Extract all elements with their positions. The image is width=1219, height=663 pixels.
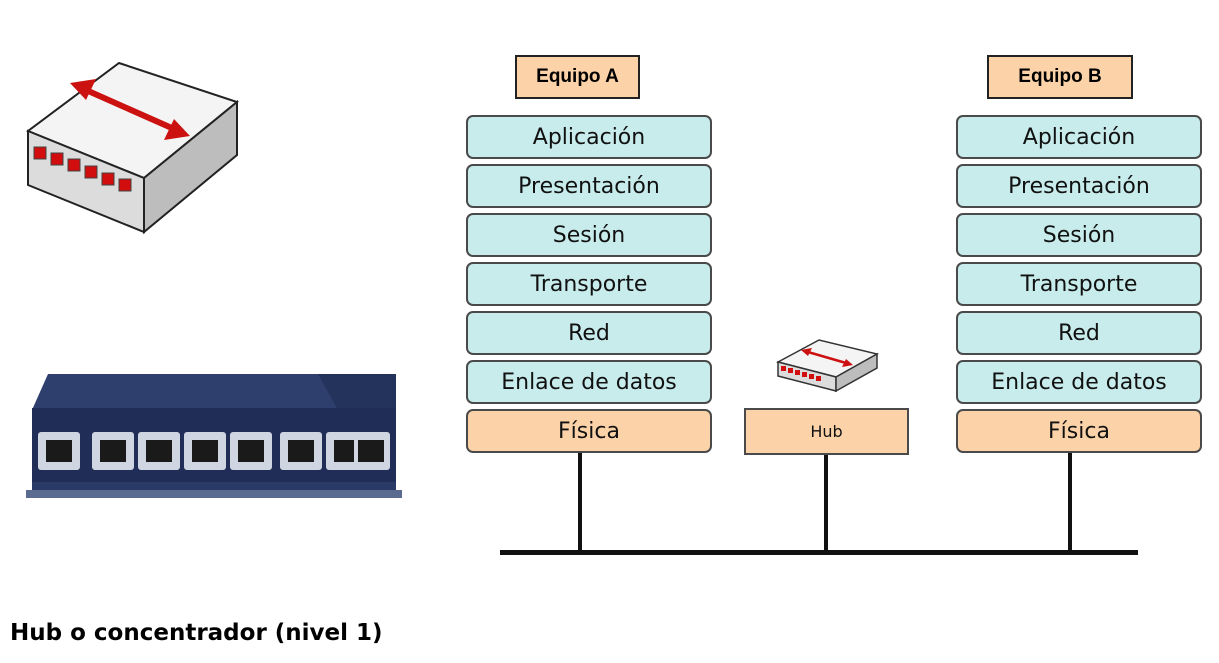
connector-line-hub	[824, 455, 828, 553]
caption: Hub o concentrador (nivel 1)	[10, 620, 383, 646]
equipo-a-layer-presentacion: Presentación	[466, 164, 712, 208]
hub-small-icon	[776, 339, 880, 393]
network-hub-photo	[26, 374, 402, 498]
equipo-a-layer-red: Red	[466, 311, 712, 355]
equipo-a-layer-sesion: Sesión	[466, 213, 712, 257]
equipo-b-title: Equipo B	[987, 55, 1133, 99]
equipo-a-title: Equipo A	[515, 55, 640, 99]
equipo-b-layer-aplicacion: Aplicación	[956, 115, 1202, 159]
bus-line	[500, 550, 1138, 555]
equipo-b-layer-presentacion: Presentación	[956, 164, 1202, 208]
equipo-a-layer-fisica: Física	[466, 409, 712, 453]
hub-box: Hub	[744, 408, 909, 455]
hub-symbol-icon	[25, 61, 240, 235]
connector-line-a	[578, 453, 582, 553]
equipo-a-layer-aplicacion: Aplicación	[466, 115, 712, 159]
equipo-a-layer-transporte: Transporte	[466, 262, 712, 306]
equipo-b-layer-enlace: Enlace de datos	[956, 360, 1202, 404]
connector-line-b	[1068, 453, 1072, 553]
equipo-a-layer-enlace: Enlace de datos	[466, 360, 712, 404]
equipo-b-layer-fisica: Física	[956, 409, 1202, 453]
equipo-b-layer-sesion: Sesión	[956, 213, 1202, 257]
equipo-b-layer-red: Red	[956, 311, 1202, 355]
equipo-b-layer-transporte: Transporte	[956, 262, 1202, 306]
